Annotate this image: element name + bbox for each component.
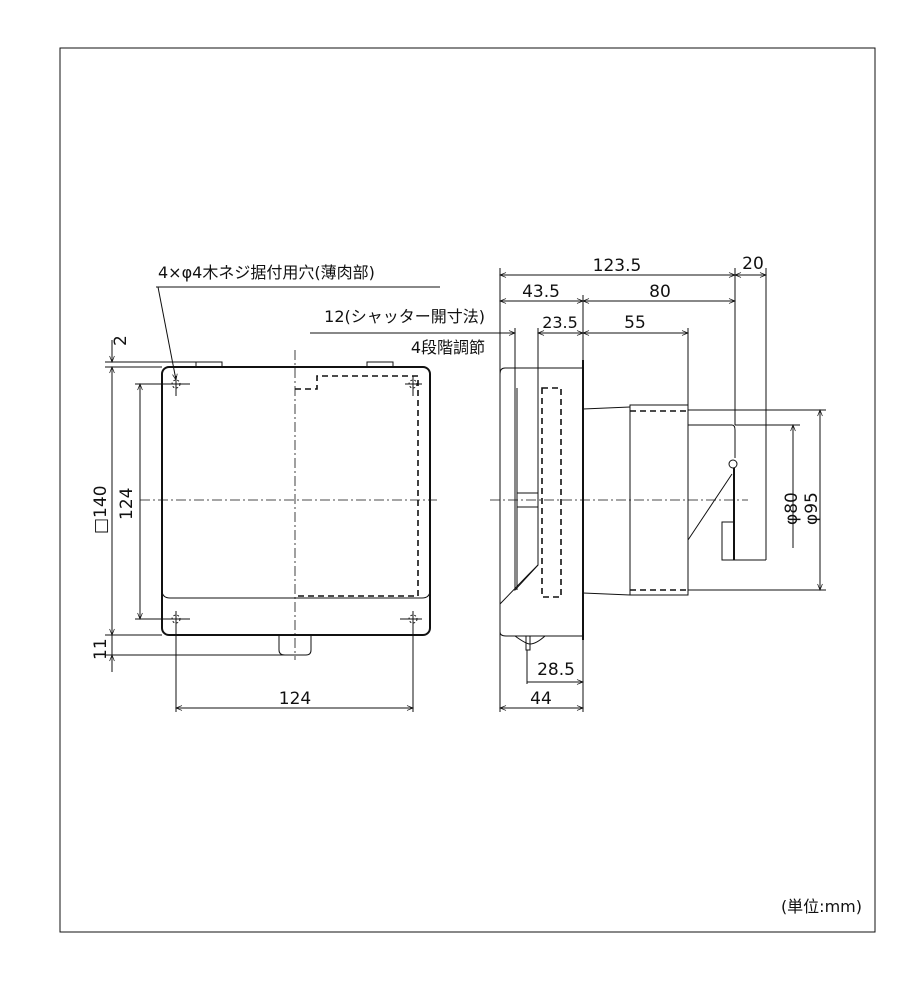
dim-total-depth: 123.5 — [593, 256, 642, 276]
hidden-shutter-outline — [295, 375, 419, 597]
dim-bottom-knob: 11 — [91, 638, 111, 660]
dim-hole-pitch-vertical: 124 — [117, 488, 137, 520]
dim-duct-length: 80 — [649, 282, 671, 302]
hole-note: 4×φ4木ネジ据付用穴(薄肉部) — [158, 263, 375, 282]
front-body-outline — [161, 366, 431, 636]
dim-front-depth: 43.5 — [522, 282, 560, 302]
dim-collar-length: 55 — [624, 313, 646, 333]
dim-hole-pitch-horizontal: 124 — [279, 689, 311, 709]
hole-icon — [400, 611, 422, 712]
hole-icon — [168, 611, 190, 712]
side-view: 12(シャッター開寸法) 4段階調節 123.5 20 43.5 80 23.5… — [310, 254, 826, 712]
dim-outer-diameter: φ95 — [802, 492, 822, 525]
dim-outer-square: □140 — [91, 485, 111, 534]
pull-cord — [525, 635, 531, 651]
dim-inner-diameter: φ80 — [782, 492, 802, 525]
front-panel-edge — [161, 589, 431, 599]
dim-shutter-depth: 23.5 — [542, 313, 578, 332]
duct-collar — [629, 404, 689, 596]
dim-body-depth: 44 — [530, 689, 552, 709]
dim-damper: 20 — [742, 254, 764, 274]
hidden-shutter — [541, 387, 562, 598]
front-view: 4×φ4木ネジ据付用穴(薄肉部) 2 □140 124 11 124 — [91, 263, 440, 712]
leader-line — [157, 286, 178, 381]
dim-top-gap: 2 — [111, 335, 131, 346]
dim-pull-cord: 28.5 — [537, 660, 575, 680]
hole-icon — [168, 376, 190, 396]
damper — [688, 424, 736, 458]
hole-icon — [405, 376, 422, 396]
pull-knob — [278, 635, 312, 656]
shutter-adjust-note: 4段階調節 — [411, 338, 485, 357]
unit-label: (単位:mm) — [781, 897, 862, 916]
drawing-frame — [59, 47, 876, 933]
shutter-note: 12(シャッター開寸法) — [324, 307, 485, 326]
